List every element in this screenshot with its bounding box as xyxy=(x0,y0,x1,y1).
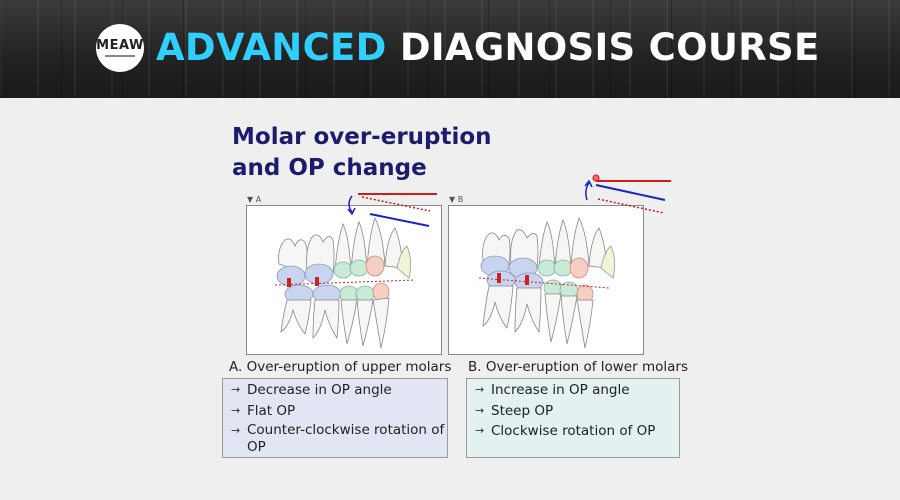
meaw-logo: MEAW xyxy=(96,24,144,72)
teeth-illustration-b xyxy=(478,216,615,349)
panel-b-label: ▼ B xyxy=(449,195,464,204)
panel-a-caption: A. Over-eruption of upper molars xyxy=(229,359,452,375)
slide-title-line2: and OP change xyxy=(232,155,427,181)
list-item: →Increase in OP angle xyxy=(475,382,630,398)
logo-text: MEAW xyxy=(96,38,144,53)
slide-title: Molar over-eruption and OP change xyxy=(232,122,532,184)
arrow-right-icon: → xyxy=(475,424,485,437)
course-title: ADVANCED DIAGNOSIS COURSE xyxy=(156,20,820,76)
header-banner: MEAW ADVANCED DIAGNOSIS COURSE xyxy=(0,0,900,98)
arrow-right-icon: → xyxy=(475,383,485,396)
panel-b-caption: B. Over-eruption of lower molars xyxy=(468,359,688,375)
panel-a-summary-box: →Decrease in OP angle →Flat OP →Counter-… xyxy=(222,378,448,458)
panel-b-summary-box: →Increase in OP angle →Steep OP →Clockwi… xyxy=(466,378,680,458)
slide-title-line1: Molar over-eruption xyxy=(232,124,492,150)
list-item: →Steep OP xyxy=(475,402,554,419)
list-item: →Counter-clockwise rotation of OP xyxy=(231,422,445,455)
list-item: →Clockwise rotation of OP xyxy=(475,423,656,439)
arrow-right-icon: → xyxy=(475,403,485,417)
list-item: →Decrease in OP angle xyxy=(231,382,392,398)
course-title-rest: DIAGNOSIS COURSE xyxy=(399,26,820,69)
panel-b-diagram xyxy=(448,205,644,355)
logo-underline xyxy=(105,55,135,57)
course-title-accent: ADVANCED xyxy=(156,26,387,69)
panel-a-label: ▼ A xyxy=(247,195,262,204)
arrow-right-icon: → xyxy=(231,403,241,417)
arrow-right-icon: → xyxy=(231,383,241,396)
teeth-illustration-a xyxy=(274,216,416,349)
list-item: →Flat OP xyxy=(231,402,296,419)
arrow-right-icon: → xyxy=(231,424,241,437)
panel-a-diagram xyxy=(246,205,442,355)
